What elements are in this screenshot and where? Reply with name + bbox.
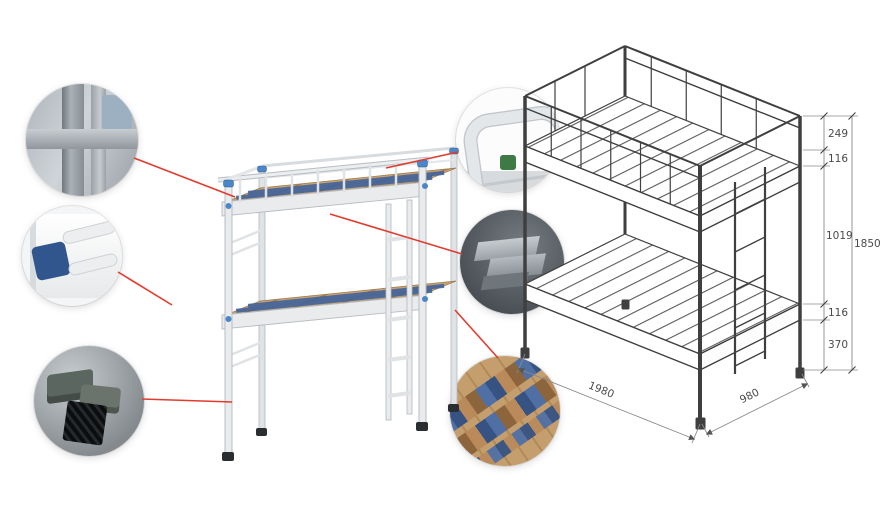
end-frame-bars bbox=[227, 228, 263, 370]
extension-line bbox=[701, 423, 710, 438]
guardrail-tube-photo bbox=[499, 154, 517, 171]
guardrail-rear bbox=[624, 45, 801, 117]
foot-pad bbox=[416, 422, 428, 431]
end-bar bbox=[227, 240, 263, 258]
dim-label-top-frame: 116 bbox=[828, 153, 848, 165]
dim-label-width: 980 bbox=[738, 386, 761, 406]
rear-guardrail bbox=[261, 146, 455, 168]
guardrail-tube-photo bbox=[456, 171, 560, 192]
dim-tick bbox=[820, 112, 828, 120]
bottom-deck-strap bbox=[235, 288, 433, 313]
dim-tick bbox=[820, 300, 828, 308]
callout-frame-joint bbox=[26, 84, 138, 196]
post-cap bbox=[449, 147, 459, 155]
ladder-stile bbox=[406, 199, 413, 415]
ladder-rung bbox=[734, 312, 766, 329]
guardrail-rear-mid bbox=[624, 57, 801, 129]
dimension-line-width bbox=[705, 383, 809, 435]
wireframe-bed bbox=[520, 45, 805, 430]
top-deck-strap bbox=[247, 170, 445, 195]
dim-label-overall-height: 1850 bbox=[854, 238, 880, 250]
post-cap bbox=[223, 179, 234, 188]
end-bar bbox=[227, 228, 263, 246]
foot-pad bbox=[222, 452, 234, 461]
dimension-drawing: 249 116 1019 1850 116 370 1980 980 bbox=[516, 45, 880, 444]
foot bbox=[621, 299, 630, 310]
callout-foot-pads bbox=[34, 346, 144, 456]
callout-ladder-detail bbox=[22, 206, 122, 306]
end-bar bbox=[227, 340, 263, 358]
foot bbox=[795, 367, 805, 379]
foot bbox=[520, 347, 530, 359]
bunk-bed-photo bbox=[217, 146, 459, 461]
ladder-detail-photo bbox=[30, 240, 72, 282]
ladder-rung bbox=[734, 274, 766, 291]
top-bunk bbox=[217, 156, 457, 217]
foot-pads-photo bbox=[62, 400, 107, 446]
dim-tick bbox=[820, 366, 828, 374]
end-bar bbox=[227, 352, 263, 370]
dim-label-clearance: 370 bbox=[828, 339, 848, 351]
ladder-rung bbox=[734, 198, 766, 215]
dim-label-bunk-gap: 1019 bbox=[826, 230, 853, 242]
connector-knob bbox=[225, 316, 232, 322]
dim-tick bbox=[820, 316, 828, 324]
rear-right-post bbox=[450, 151, 458, 409]
dim-tick bbox=[820, 146, 828, 154]
ladder-rung bbox=[387, 275, 411, 282]
dim-tick bbox=[820, 162, 828, 170]
ladder-rung bbox=[387, 391, 411, 398]
guardrail-end bbox=[524, 45, 626, 97]
frame-joint-photo bbox=[102, 95, 133, 129]
ladder-rung bbox=[734, 236, 766, 253]
connector-knob bbox=[225, 203, 232, 209]
dimension-line-length bbox=[517, 367, 696, 441]
dim-tick bbox=[848, 366, 856, 374]
front-right-post bbox=[418, 163, 427, 427]
ladder-stile bbox=[385, 203, 392, 421]
dim-label-bottom-frame: 116 bbox=[828, 307, 848, 319]
ladder-rung bbox=[387, 355, 411, 362]
post-cap bbox=[257, 165, 267, 173]
frame-joint-photo bbox=[26, 128, 138, 149]
top-deck-strap bbox=[235, 175, 433, 200]
guardrail-end bbox=[699, 115, 801, 167]
bottom-bunk bbox=[221, 280, 457, 330]
foot-pad bbox=[256, 428, 267, 436]
ladder-rung bbox=[734, 350, 766, 367]
connector-knob bbox=[422, 183, 428, 189]
connector-knob bbox=[422, 296, 428, 302]
dim-label-guard-height: 249 bbox=[828, 128, 848, 140]
foot-pad bbox=[448, 404, 459, 412]
ladder-rung bbox=[387, 315, 411, 322]
dim-tick bbox=[848, 112, 856, 120]
post-cap bbox=[417, 159, 428, 168]
